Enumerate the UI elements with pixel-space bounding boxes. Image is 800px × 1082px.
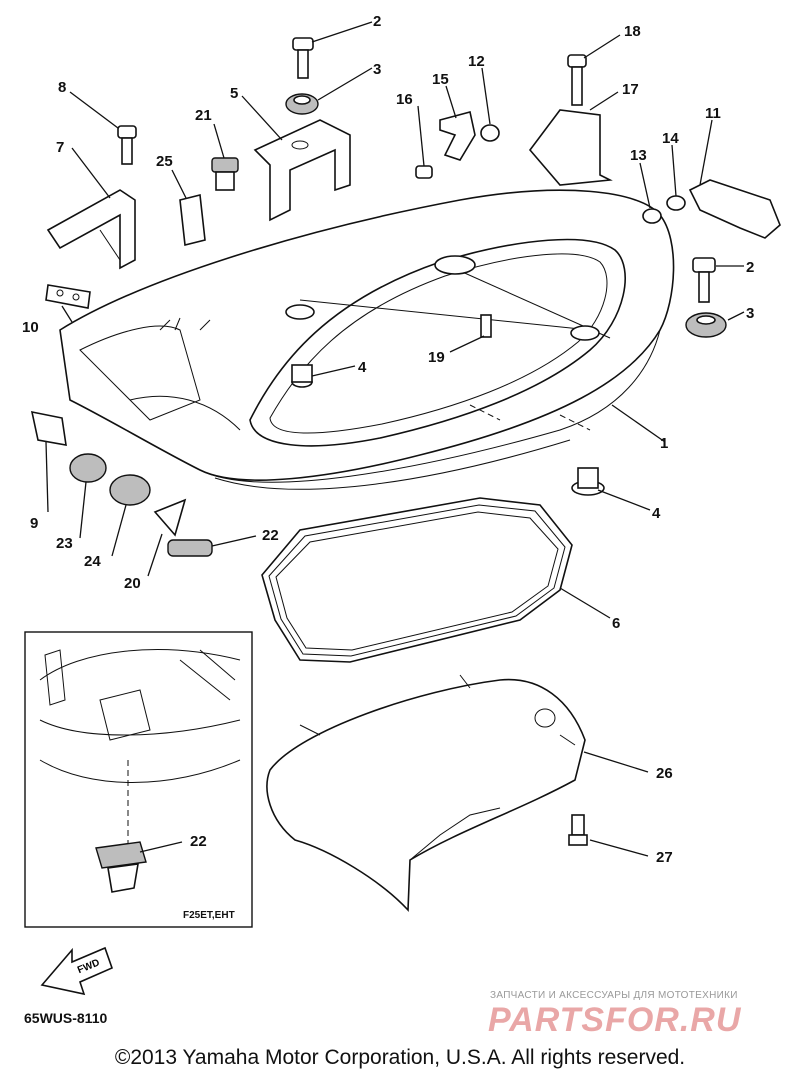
callout-8: 8: [58, 79, 66, 96]
callout-10: 10: [22, 319, 39, 336]
callout-6: 6: [612, 615, 620, 632]
inset-label: F25ET,EHT: [183, 910, 235, 921]
callouts: 1 2 2 3 3 4 4 5 6 7 8 9 10 11 12 13 14 1…: [22, 13, 754, 866]
plug-21: [211, 157, 239, 191]
collar-4-top: [291, 364, 313, 388]
screw-16: [415, 165, 433, 179]
diagram-code: 65WUS-8110: [24, 1010, 108, 1026]
callout-19: 19: [428, 349, 445, 366]
callout-25: 25: [156, 153, 173, 170]
callout-4-right: 4: [652, 505, 661, 522]
callout-15: 15: [432, 71, 449, 88]
plug-20: [153, 498, 187, 537]
collar-12: [480, 124, 500, 142]
callout-7: 7: [56, 139, 64, 156]
callout-4-top: 4: [358, 359, 367, 376]
watermark-tagline: ЗАПЧАСТИ И АКСЕССУАРЫ ДЛЯ МОТОТЕХНИКИ: [490, 990, 738, 1001]
callout-18: 18: [624, 23, 641, 40]
oring-14: [666, 195, 686, 211]
callout-22: 22: [262, 527, 279, 544]
callout-12: 12: [468, 53, 485, 70]
callout-26: 26: [656, 765, 673, 782]
grommet-3-top: [285, 93, 319, 115]
callout-17: 17: [622, 81, 639, 98]
callout-22-inset: 22: [190, 833, 207, 850]
bracket-17: [528, 109, 613, 186]
washer-13: [642, 208, 662, 224]
fwd-arrow: FWD: [40, 946, 114, 996]
callout-20: 20: [124, 575, 141, 592]
collar-4-right: [571, 467, 605, 496]
callout-2-right: 2: [746, 259, 754, 276]
inset-detail: F25ET,EHT: [24, 631, 253, 928]
callout-1: 1: [660, 435, 668, 452]
callout-11: 11: [705, 105, 721, 122]
callout-9: 9: [30, 515, 38, 532]
bolt-18: [567, 54, 587, 106]
screw-19: [480, 314, 492, 338]
cap-24: [109, 474, 151, 506]
bolt-2-top: [292, 37, 314, 79]
callout-14: 14: [662, 130, 679, 147]
callout-21: 21: [195, 107, 212, 124]
copyright-notice: ©2013 Yamaha Motor Corporation, U.S.A. A…: [114, 1046, 686, 1069]
bracket-5: [253, 119, 351, 222]
callout-27: 27: [656, 849, 673, 866]
plate-10: [45, 284, 91, 309]
lever-15: [439, 111, 476, 161]
grommet-3-right: [685, 312, 727, 338]
bottom-cowling: [59, 189, 675, 490]
switch-9: [30, 410, 67, 446]
leader-lines: [45, 21, 745, 857]
watermark-brand: PARTSFOR.RU: [488, 1001, 742, 1039]
bolt-8: [117, 125, 137, 165]
handle-11: [688, 179, 781, 239]
callout-3-top: 3: [373, 61, 381, 78]
callout-13: 13: [630, 147, 647, 164]
callout-23: 23: [56, 535, 73, 552]
lower-cover-26: [266, 674, 586, 912]
callout-24: 24: [84, 553, 101, 570]
callout-16: 16: [396, 91, 413, 108]
callout-3-right: 3: [746, 305, 754, 322]
clip-25: [179, 194, 206, 246]
callout-2-top: 2: [373, 13, 381, 30]
bolt-2-right: [692, 257, 716, 303]
cap-23: [69, 453, 107, 483]
callout-5: 5: [230, 85, 238, 102]
seal-6: [261, 497, 573, 663]
grommet-22: [167, 539, 213, 557]
screw-27: [568, 814, 588, 846]
bracket-7: [46, 189, 136, 270]
